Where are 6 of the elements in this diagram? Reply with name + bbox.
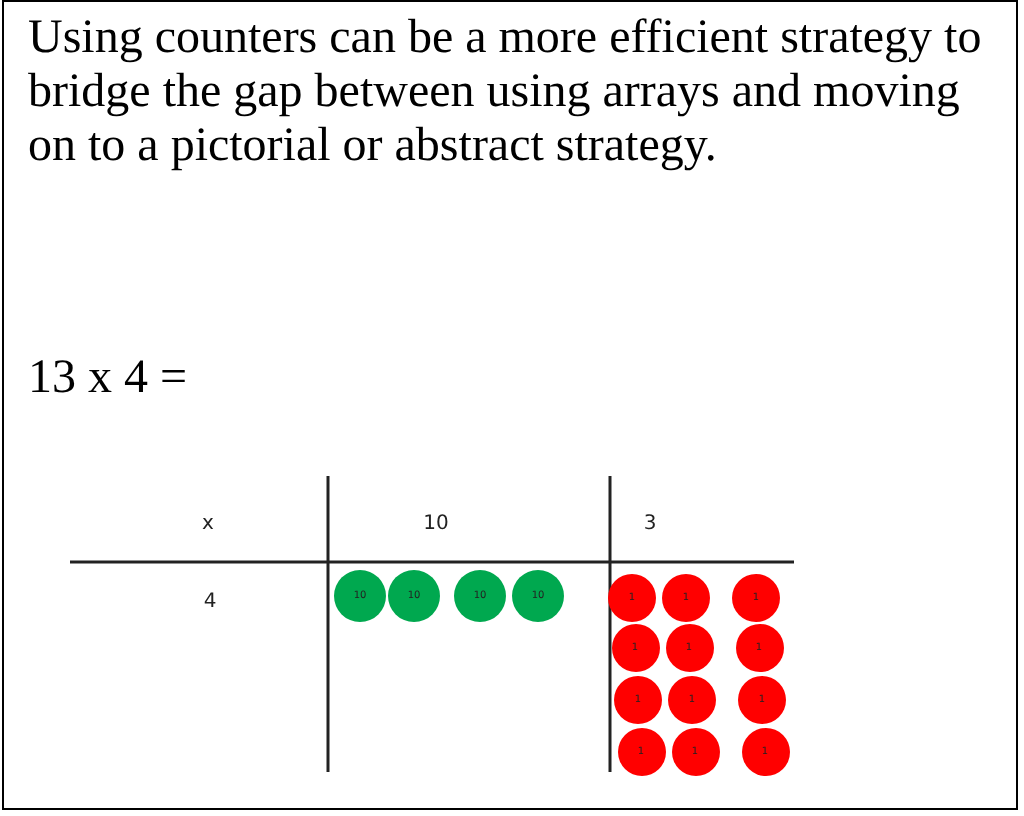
equation-text: 13 x 4 = <box>28 352 188 406</box>
column-header: 3 <box>643 513 657 535</box>
column-header: 10 <box>423 513 449 535</box>
instruction-text: Using counters can be a more efficient strategy to bridge the gap between using arrays and moving on to a pictorial or abstract strategy. <box>28 12 984 174</box>
row-header: 4 <box>203 591 217 613</box>
column-header: x <box>202 513 214 535</box>
